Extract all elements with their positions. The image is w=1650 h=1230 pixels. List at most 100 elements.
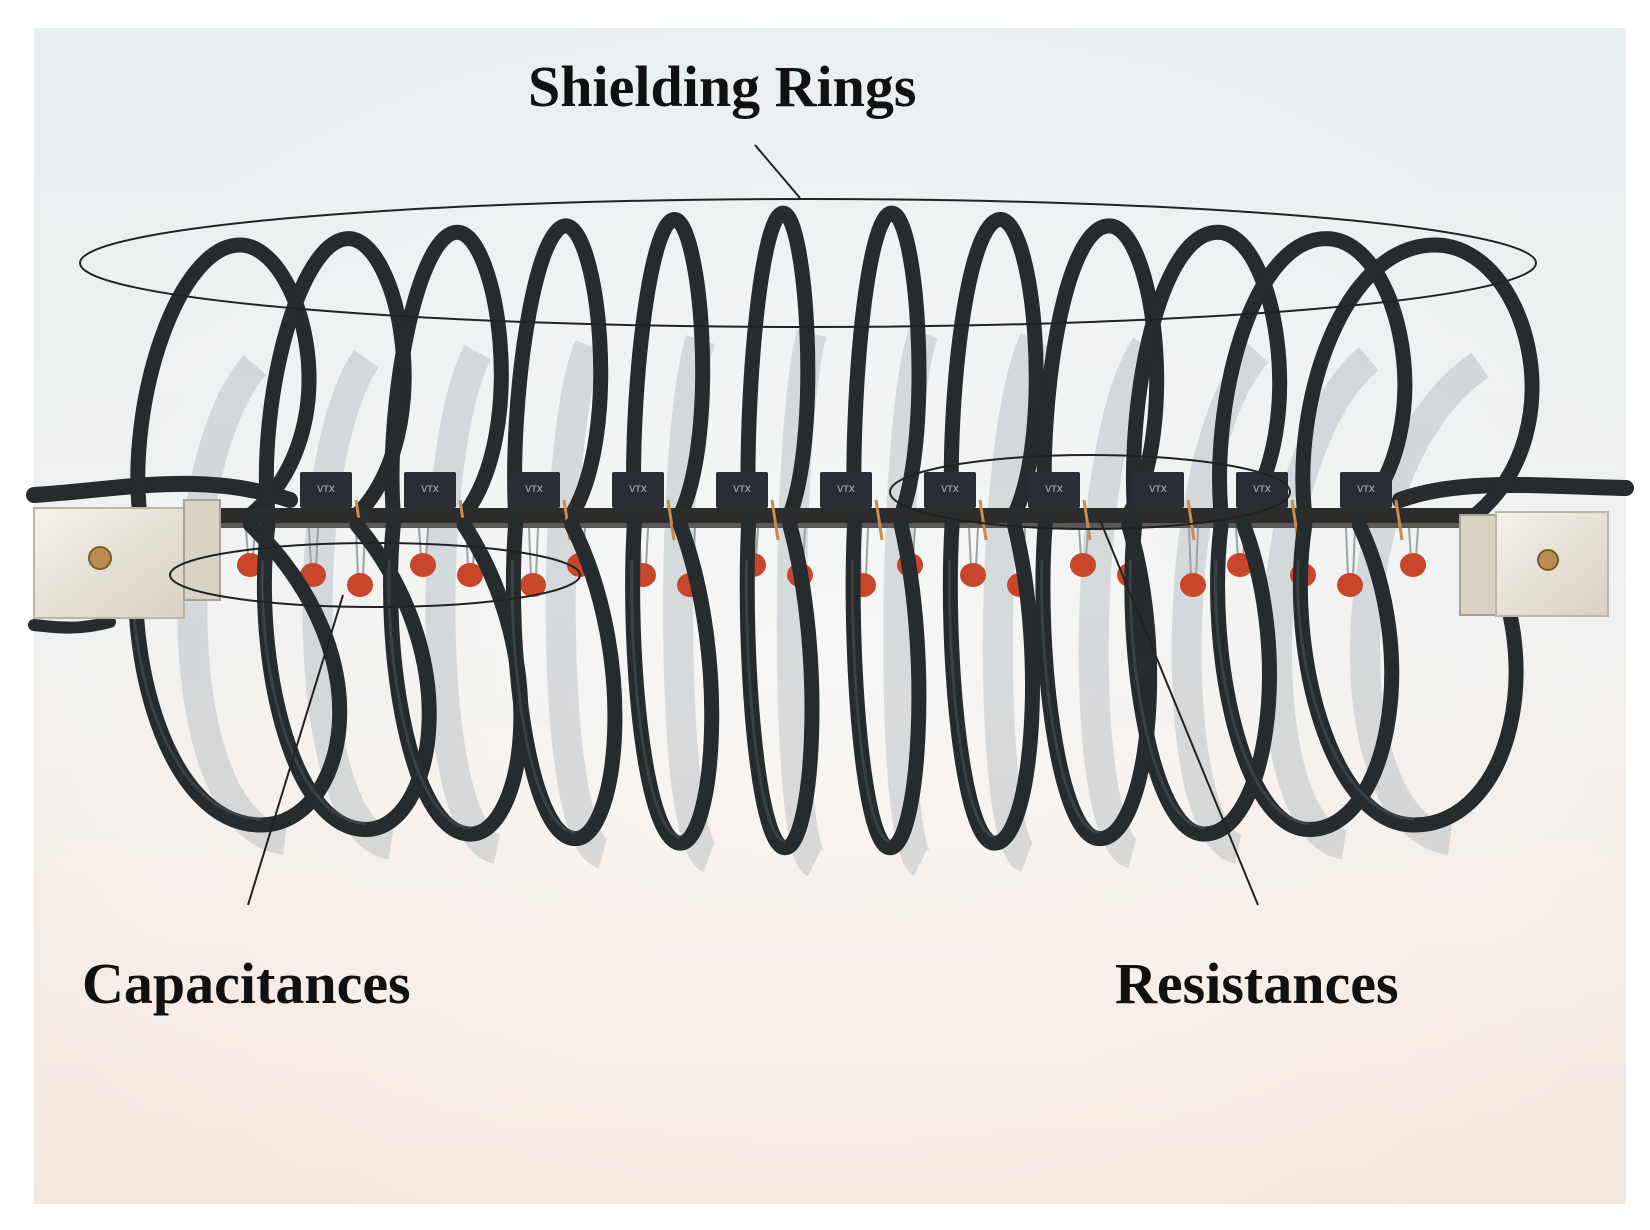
resistor bbox=[716, 472, 768, 508]
capacitor bbox=[347, 573, 373, 597]
ring-highlight bbox=[510, 559, 576, 835]
capacitances-label: Capacitances bbox=[82, 951, 411, 1016]
resistor bbox=[1132, 472, 1184, 508]
ring-highlight bbox=[387, 559, 471, 830]
ring-shadow bbox=[1261, 347, 1379, 860]
circuit-board-edge bbox=[190, 523, 1480, 528]
resistor-marking: VTX bbox=[733, 484, 751, 494]
capacitor-lead bbox=[315, 527, 319, 568]
ring-back-half bbox=[130, 237, 317, 523]
resistor-marking: VTX bbox=[421, 484, 439, 494]
shielding-rings-back bbox=[130, 205, 1540, 523]
bracket-screw-right bbox=[1537, 549, 1559, 571]
capacitor bbox=[1400, 553, 1426, 577]
capacitor-lead bbox=[245, 527, 249, 558]
capacitances-pointer bbox=[247, 594, 344, 906]
ring-back-half bbox=[1036, 218, 1165, 523]
capacitor bbox=[1227, 553, 1253, 577]
ring-front-half bbox=[1292, 517, 1524, 833]
resistor-marking: VTX bbox=[1357, 484, 1375, 494]
shielding-rings-label: Shielding Rings bbox=[528, 54, 917, 119]
capacitances-ellipse bbox=[169, 542, 581, 608]
ring-back-half bbox=[1295, 237, 1540, 523]
resistor-lead bbox=[1186, 499, 1196, 541]
annotations bbox=[79, 144, 1537, 906]
capacitor-lead bbox=[425, 527, 429, 558]
resistor-marking: VTX bbox=[1149, 484, 1167, 494]
ring-highlight bbox=[1040, 559, 1100, 835]
resistor bbox=[1236, 472, 1288, 508]
capacitor bbox=[1180, 573, 1206, 597]
capacitor-lead bbox=[865, 527, 869, 578]
capacitor-lead bbox=[975, 527, 979, 568]
capacitor-lead bbox=[1085, 527, 1089, 558]
capacitor-lead bbox=[1415, 527, 1419, 558]
capacitor-lead bbox=[1235, 527, 1239, 558]
resistor-marking: VTX bbox=[941, 484, 959, 494]
ring-back-half bbox=[507, 218, 609, 523]
resistor-lead bbox=[666, 499, 676, 541]
resistor-lead bbox=[1394, 499, 1404, 541]
photo-light bbox=[34, 28, 1626, 1204]
resistor-marking: VTX bbox=[629, 484, 647, 494]
shielding-rings-pointer bbox=[754, 144, 801, 199]
resistor bbox=[1340, 472, 1392, 508]
capacitor-lead bbox=[755, 527, 759, 558]
resistor-lead bbox=[978, 499, 988, 541]
resistor-lead bbox=[874, 499, 884, 541]
ring-back-half bbox=[384, 224, 509, 523]
resistor bbox=[404, 472, 456, 508]
ring-back-half bbox=[846, 205, 927, 523]
feed-cable-left-lower bbox=[28, 616, 116, 634]
feed-cable-left bbox=[26, 475, 298, 508]
ring-front-half bbox=[127, 517, 348, 833]
capacitor-lead bbox=[528, 527, 532, 578]
shielding-rings-ellipse bbox=[79, 198, 1537, 328]
capacitor bbox=[1070, 553, 1096, 577]
capacitor-lead bbox=[645, 527, 649, 568]
bracket-screw-left bbox=[88, 546, 112, 570]
resistor bbox=[508, 472, 560, 508]
capacitor bbox=[520, 573, 546, 597]
resistor-marking: VTX bbox=[525, 484, 543, 494]
resistor bbox=[820, 472, 872, 508]
capacitor bbox=[300, 563, 326, 587]
ring-highlight bbox=[744, 559, 786, 844]
capacitor-lead bbox=[1195, 527, 1199, 578]
resistances-label: Resistances bbox=[1115, 951, 1399, 1016]
capacitor bbox=[457, 563, 483, 587]
capacitor-lead bbox=[1352, 527, 1356, 578]
capacitor-lead bbox=[1345, 527, 1349, 578]
ring-back-half bbox=[943, 212, 1044, 523]
resistor-marking: VTX bbox=[1045, 484, 1063, 494]
resistor bbox=[1028, 472, 1080, 508]
capacitor-lead bbox=[1188, 527, 1192, 578]
capacitor-lead bbox=[1078, 527, 1082, 558]
resistor bbox=[924, 472, 976, 508]
ring-highlight bbox=[850, 559, 891, 844]
capacitor-lead bbox=[355, 527, 359, 578]
ring-back-half bbox=[740, 205, 816, 523]
ring-highlight bbox=[1128, 559, 1205, 830]
resistor-marking: VTX bbox=[1253, 484, 1271, 494]
resistances-pointer bbox=[1099, 519, 1259, 906]
ring-highlight bbox=[947, 559, 996, 839]
capacitor bbox=[960, 563, 986, 587]
left-bracket bbox=[33, 499, 221, 619]
ring-highlight bbox=[630, 559, 681, 839]
right-bracket bbox=[1459, 511, 1609, 617]
resistor-lead bbox=[770, 499, 780, 541]
capacitor bbox=[237, 553, 263, 577]
ring-shadow bbox=[425, 345, 503, 864]
resistor bbox=[300, 472, 352, 508]
ring-back-half bbox=[626, 212, 711, 523]
resistor-marking: VTX bbox=[317, 484, 335, 494]
capacitor-lead bbox=[535, 527, 539, 578]
capacitor bbox=[1337, 573, 1363, 597]
capacitor-lead bbox=[418, 527, 422, 558]
ring-shadow bbox=[1349, 352, 1489, 855]
capacitor-lead bbox=[308, 527, 312, 568]
ring-highlight bbox=[1296, 559, 1415, 821]
